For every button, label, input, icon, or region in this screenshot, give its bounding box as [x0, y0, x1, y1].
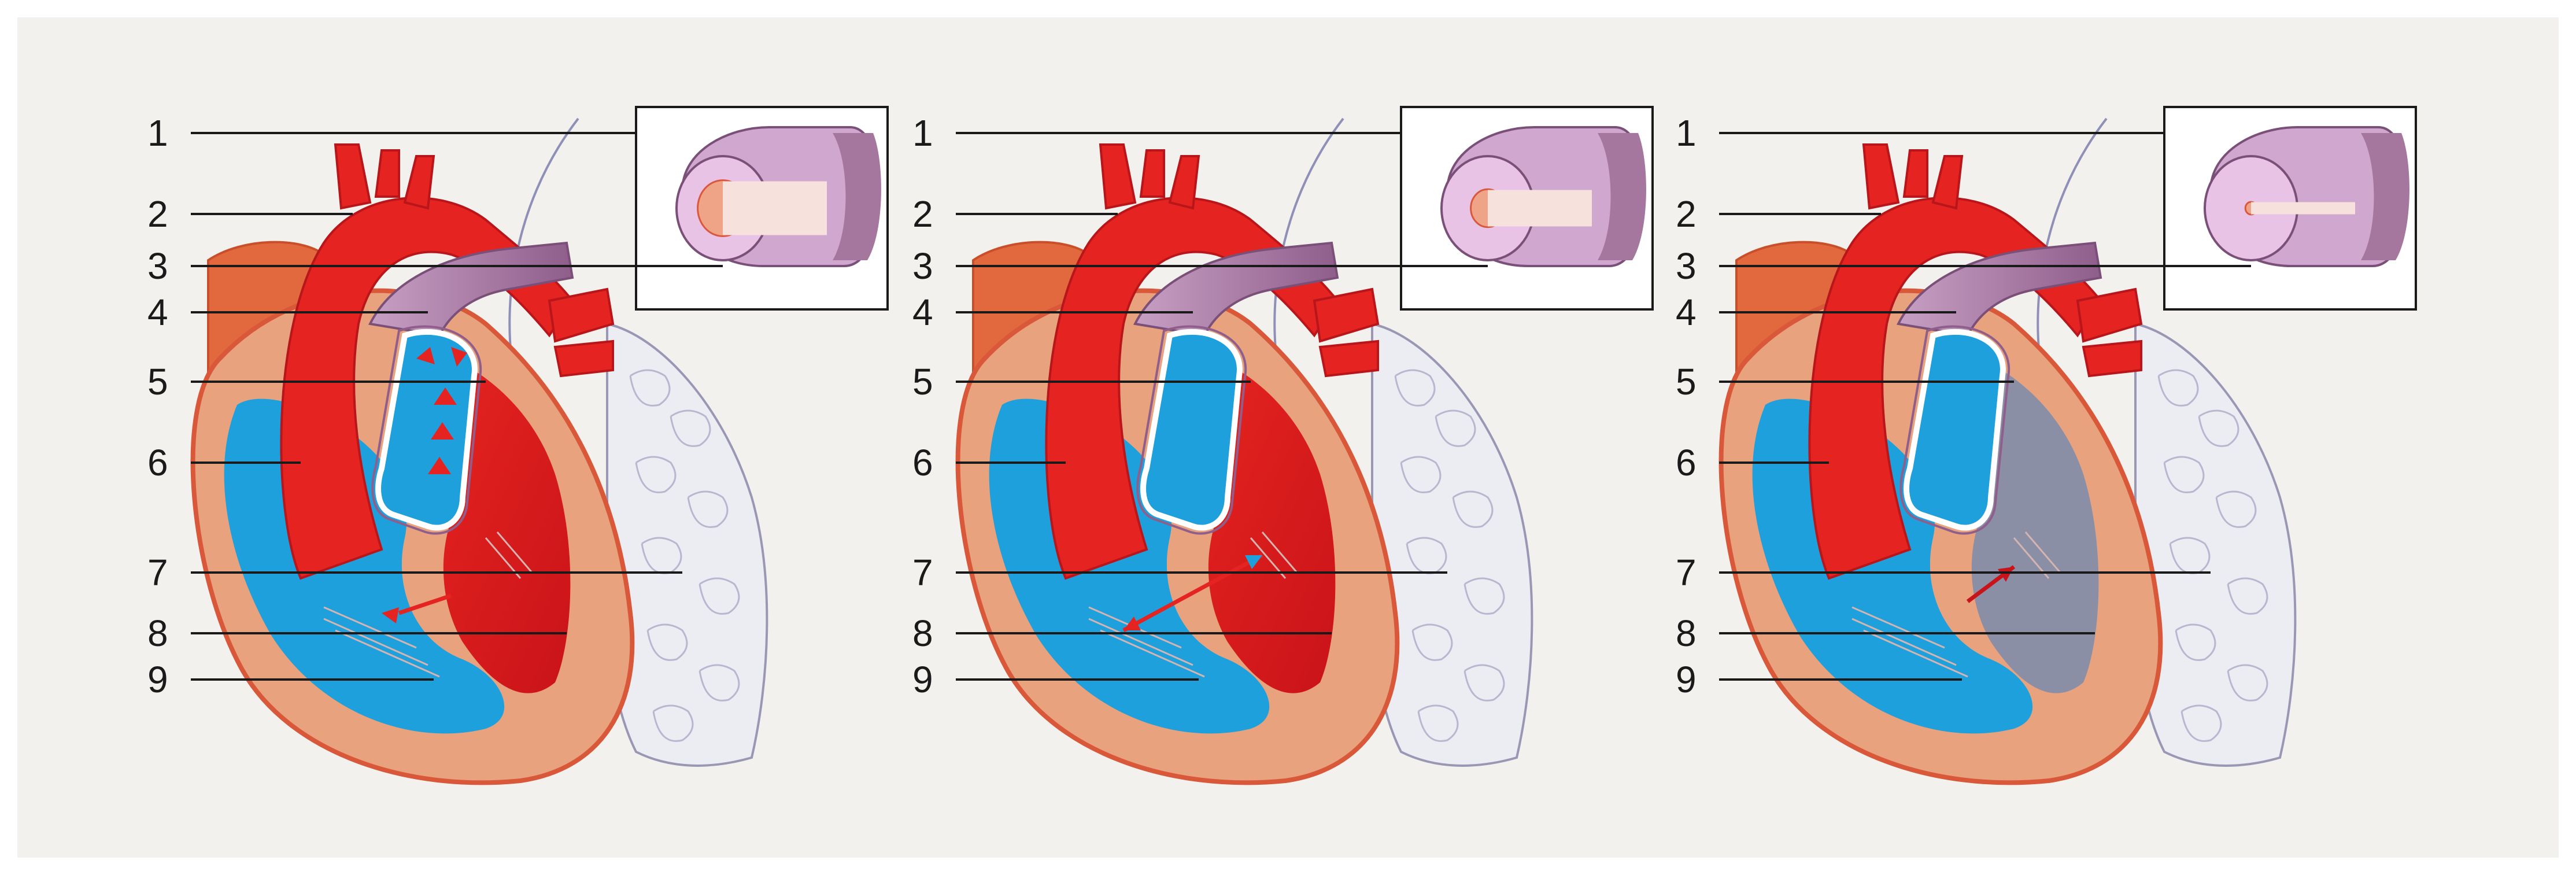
vessel-cross-section — [1440, 126, 1646, 267]
label-8: 8 — [147, 612, 168, 654]
label-3: 3 — [147, 245, 168, 287]
vessel-inset — [635, 106, 889, 311]
label-5: 5 — [912, 361, 933, 403]
trunk-outline — [1136, 325, 1247, 535]
label-2: 2 — [912, 193, 933, 235]
panel-2: 1 2 3 4 5 6 7 8 9 — [912, 106, 1654, 785]
label-6: 6 — [147, 442, 168, 483]
panel-1: 1 2 3 4 5 6 7 8 9 — [147, 106, 889, 785]
label-4: 4 — [912, 291, 933, 333]
aortic-branches — [1099, 143, 1200, 210]
label-5: 5 — [1676, 361, 1697, 403]
label-3: 3 — [912, 245, 933, 287]
trunk-outline — [371, 325, 482, 535]
aortic-branches — [1862, 143, 1964, 210]
label-6: 6 — [912, 442, 933, 483]
label-1: 1 — [147, 112, 168, 154]
label-2: 2 — [1676, 193, 1697, 235]
flow-arrows — [1122, 553, 1263, 633]
label-8: 8 — [1676, 612, 1697, 654]
label-9: 9 — [1676, 659, 1697, 700]
aorta — [1045, 197, 1339, 580]
label-7: 7 — [1676, 552, 1697, 593]
aortic-branches — [334, 143, 435, 210]
panel-3: 1 2 3 4 5 6 7 8 9 — [1676, 106, 2417, 785]
lung-alveoli — [629, 369, 740, 742]
label-6: 6 — [1676, 442, 1697, 483]
label-5: 5 — [147, 361, 168, 403]
label-4: 4 — [1676, 291, 1697, 333]
label-4: 4 — [147, 291, 168, 333]
label-2: 2 — [147, 193, 168, 235]
lung-alveoli — [1394, 369, 1505, 742]
vessel-inset — [1400, 106, 1654, 311]
label-9: 9 — [912, 659, 933, 700]
vessel-cross-section — [675, 126, 881, 267]
descending-aorta — [2076, 287, 2143, 378]
aorta — [1808, 197, 2102, 580]
vessel-inset — [2163, 106, 2417, 311]
shunt-arrow-line — [398, 593, 452, 615]
aorta — [280, 197, 574, 580]
trunk-outline — [1899, 325, 2010, 535]
label-3: 3 — [1676, 245, 1697, 287]
lung-alveoli — [2157, 369, 2268, 742]
vessel-inner-channel — [1488, 190, 1592, 227]
descending-aorta — [1313, 287, 1380, 378]
label-7: 7 — [147, 552, 168, 593]
descending-aorta — [548, 287, 615, 378]
label-group: 1 2 3 4 5 6 7 8 9 — [147, 112, 723, 700]
label-8: 8 — [912, 612, 933, 654]
label-group: 1 2 3 4 5 6 7 8 9 — [912, 112, 1488, 700]
heart-illustration — [1718, 117, 2297, 785]
label-1: 1 — [912, 112, 933, 154]
vessel-inner-channel — [723, 181, 827, 235]
label-7: 7 — [912, 552, 933, 593]
label-1: 1 — [1676, 112, 1697, 154]
flow-arrows — [382, 347, 467, 623]
label-9: 9 — [147, 659, 168, 700]
chordae — [323, 531, 533, 678]
vessel-inner-channel — [2251, 202, 2355, 215]
vessel-cross-section — [2204, 126, 2409, 267]
label-group: 1 2 3 4 5 6 7 8 9 — [1676, 112, 2251, 700]
